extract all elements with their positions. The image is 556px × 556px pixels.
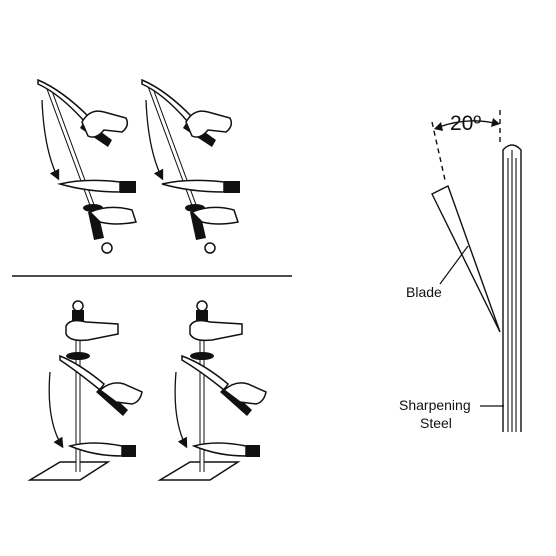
motion-arrow-icon xyxy=(145,99,164,181)
hand-icon xyxy=(189,319,243,342)
sharpening-steel-label-line2: Steel xyxy=(420,415,452,431)
panel-top-left xyxy=(37,78,137,254)
sharpening-steel-icon xyxy=(502,144,522,432)
motion-arrow-icon xyxy=(48,371,64,449)
angle-diagram xyxy=(431,110,522,432)
panel-top-right xyxy=(141,78,240,254)
motion-arrow-icon xyxy=(41,99,60,181)
panel-bottom-right xyxy=(157,300,267,481)
angle-label: 20º xyxy=(450,112,482,135)
knife-icon xyxy=(181,354,229,392)
knife-icon xyxy=(141,78,195,124)
hand-icon xyxy=(185,110,233,138)
blade-label: Blade xyxy=(406,284,442,300)
panel-bottom-left xyxy=(27,300,143,481)
hand-icon xyxy=(81,110,129,138)
motion-arrow-icon xyxy=(174,371,188,449)
hand-icon xyxy=(65,319,119,342)
knife-icon xyxy=(431,185,501,333)
knife-icon xyxy=(59,354,105,392)
knife-icon xyxy=(37,78,92,124)
sharpening-steel-label: Sharpening xyxy=(399,397,471,413)
